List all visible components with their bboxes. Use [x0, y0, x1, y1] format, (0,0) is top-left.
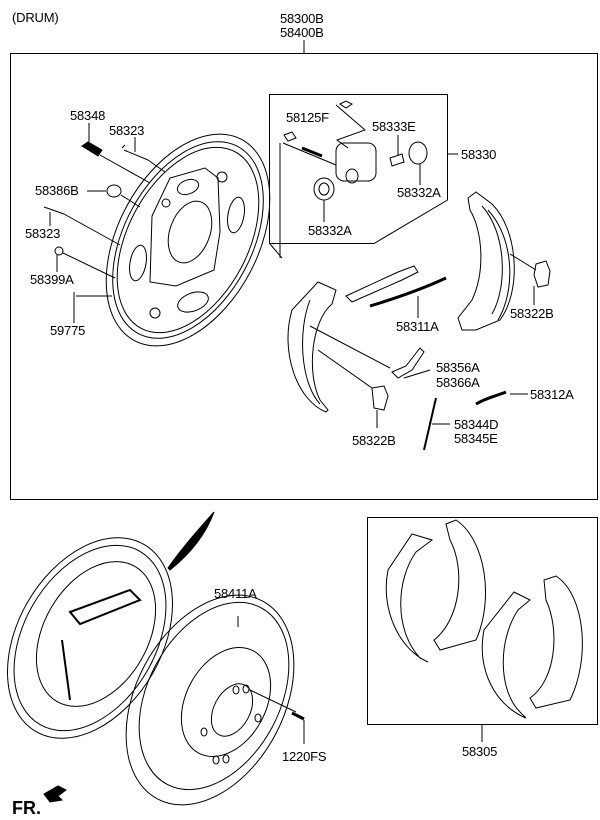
- part-label-adjuster: 58311A: [396, 319, 439, 334]
- part-label-lower-spring-2: 58345E: [454, 431, 498, 446]
- part-label-wheel-cylinder: 58330: [461, 147, 497, 162]
- lever-leader: [403, 369, 431, 379]
- part-label-lever-2: 58366A: [436, 375, 480, 390]
- part-label-drum: 58411A: [214, 586, 257, 601]
- brake-shoe-left: [287, 281, 391, 413]
- small-parts: [43, 141, 166, 310]
- part-label-cup-left: 58332A: [308, 223, 352, 238]
- part-label-lower-spring-1: 58344D: [454, 417, 499, 432]
- brake-drum: [125, 594, 295, 806]
- adjuster-parts: [345, 265, 447, 318]
- shoe-kit-frame: [367, 517, 598, 725]
- part-label-boot-kit: 58333E: [372, 119, 416, 134]
- part-label-bolt: 58348: [70, 108, 106, 123]
- diagram-title: (DRUM): [12, 10, 59, 25]
- part-label-retainer-right: 58322B: [510, 306, 554, 321]
- retainer-left: [371, 385, 389, 411]
- drum-screw: [291, 711, 305, 721]
- assembly-label-2: 58400B: [280, 25, 324, 40]
- front-direction-arrow: [43, 785, 67, 803]
- retainer-right: [533, 260, 551, 288]
- part-label-pin-bottom: 58323: [25, 226, 61, 241]
- main-assembly-frame: [10, 53, 598, 500]
- leader-lines-left: [49, 123, 136, 323]
- wheel-cylinder-frame: [269, 94, 448, 244]
- part-label-cup-right: 58332A: [397, 185, 441, 200]
- part-label-clip: 59775: [50, 323, 86, 338]
- screw-leader-a: [249, 689, 297, 713]
- assembly-label-1: 58300B: [280, 11, 324, 26]
- part-label-drum-screw: 1220FS: [282, 749, 327, 764]
- view-arrow: [167, 511, 215, 571]
- shoe-kit-shoes: [385, 519, 583, 719]
- part-label-retainer-left: 58322B: [352, 433, 396, 448]
- part-label-shoe-kit: 58305: [462, 744, 498, 759]
- backing-plate: [105, 133, 271, 347]
- brake-shoe-right: [457, 191, 515, 331]
- part-label-plug: 58386B: [35, 183, 79, 198]
- front-direction-label: FR.: [12, 798, 41, 818]
- part-label-lever-1: 58356A: [436, 360, 480, 375]
- part-label-washer: 58399A: [30, 272, 74, 287]
- part-label-upper-spring: 58312A: [530, 387, 574, 402]
- retainer-leader: [509, 253, 537, 271]
- assembled-brake: [7, 537, 173, 739]
- part-label-pin-top: 58323: [109, 123, 145, 138]
- part-label-bleeder: 58125F: [286, 110, 329, 125]
- upper-spring: [475, 390, 507, 406]
- lever: [391, 347, 425, 379]
- wheel-cylinder-parts: [269, 100, 428, 259]
- lower-spring: [423, 397, 437, 451]
